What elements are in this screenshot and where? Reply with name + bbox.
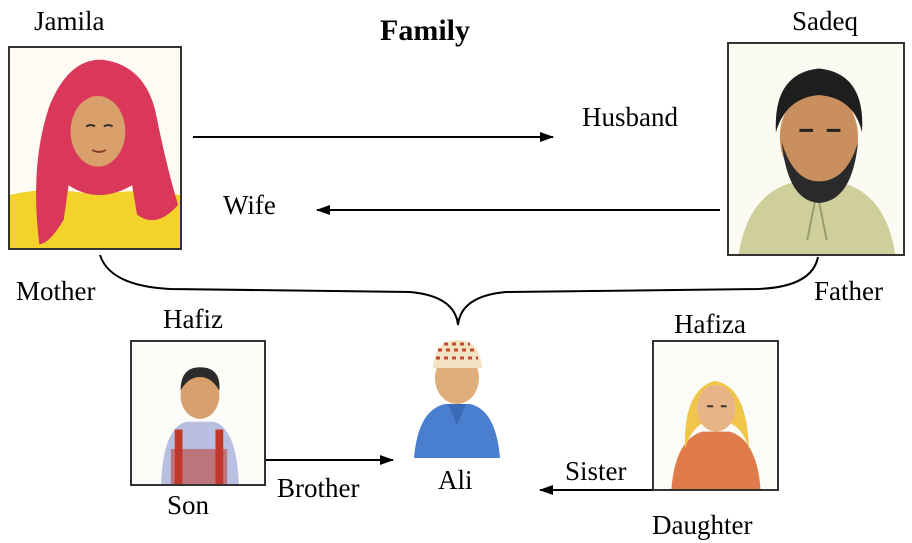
ali-portrait [400,330,512,458]
parents-brace [99,254,819,326]
relation-brother: Brother [277,473,360,503]
role-daughter: Daughter [652,510,753,540]
diagram-title: Family [380,14,470,47]
hafiza-portrait [652,340,779,491]
role-father: Father [814,276,883,306]
role-son: Son [167,490,210,520]
relation-sister: Sister [565,456,627,486]
name-hafiza: Hafiza [674,309,746,339]
jamila-portrait [8,46,182,250]
relation-husband: Husband [582,102,678,132]
name-sadeq: Sadeq [792,6,858,36]
sadeq-portrait [727,42,905,256]
hafiz-portrait [130,340,266,486]
name-jamila: Jamila [34,6,105,36]
role-mother: Mother [16,276,96,306]
name-hafiz: Hafiz [163,304,223,334]
name-ali: Ali [438,465,473,495]
relation-wife: Wife [223,190,276,220]
